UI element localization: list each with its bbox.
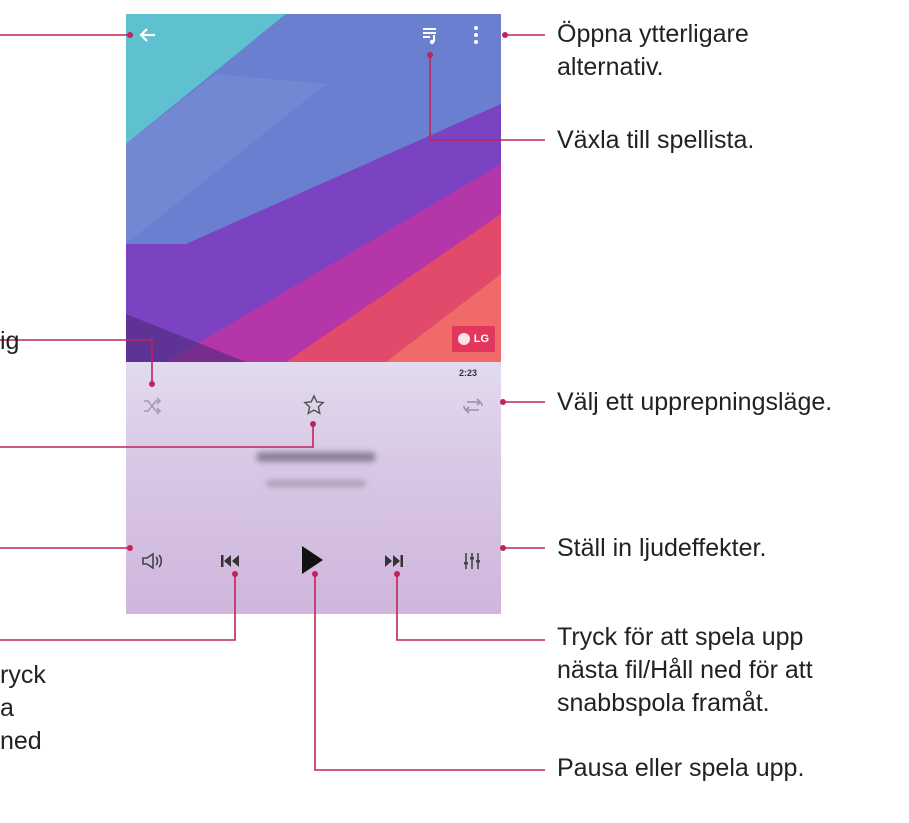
music-player-screen: LG 2:23	[126, 14, 501, 614]
callout-next: Tryck för att spela upp nästa fil/Håll n…	[557, 623, 813, 717]
track-title-blurred	[256, 452, 376, 462]
shuffle-icon[interactable]	[138, 392, 166, 420]
callout-play: Pausa eller spela upp.	[557, 754, 805, 782]
album-art	[126, 14, 501, 362]
playlist-icon[interactable]	[414, 14, 446, 56]
lg-logo: LG	[451, 326, 495, 352]
track-artist-blurred	[266, 480, 366, 487]
top-toolbar	[126, 14, 501, 56]
callout-repeat: Välj ett upprepningsläge.	[557, 388, 833, 416]
previous-icon[interactable]	[214, 546, 246, 576]
repeat-icon[interactable]	[458, 392, 488, 420]
volume-icon[interactable]	[136, 546, 168, 576]
callout-shuffle-partial: ig	[0, 327, 20, 355]
back-arrow-icon[interactable]	[132, 14, 164, 56]
callout-previous-partial: ryck a ned	[0, 661, 46, 755]
callout-playlist: Växla till spellista.	[557, 126, 755, 154]
callout-effects: Ställ in ljudeffekter.	[557, 534, 767, 562]
lg-logo-mark	[457, 333, 470, 345]
next-icon[interactable]	[378, 546, 410, 576]
more-vert-icon[interactable]	[464, 14, 488, 56]
equalizer-icon[interactable]	[456, 546, 488, 576]
callout-more-options: Öppna ytterligare alternativ.	[557, 20, 749, 81]
star-icon[interactable]	[299, 390, 329, 420]
track-duration: 2:23	[458, 368, 477, 378]
play-icon[interactable]	[292, 538, 332, 582]
player-controls-panel: 2:23	[126, 362, 501, 614]
lg-logo-text: LG	[473, 333, 489, 345]
